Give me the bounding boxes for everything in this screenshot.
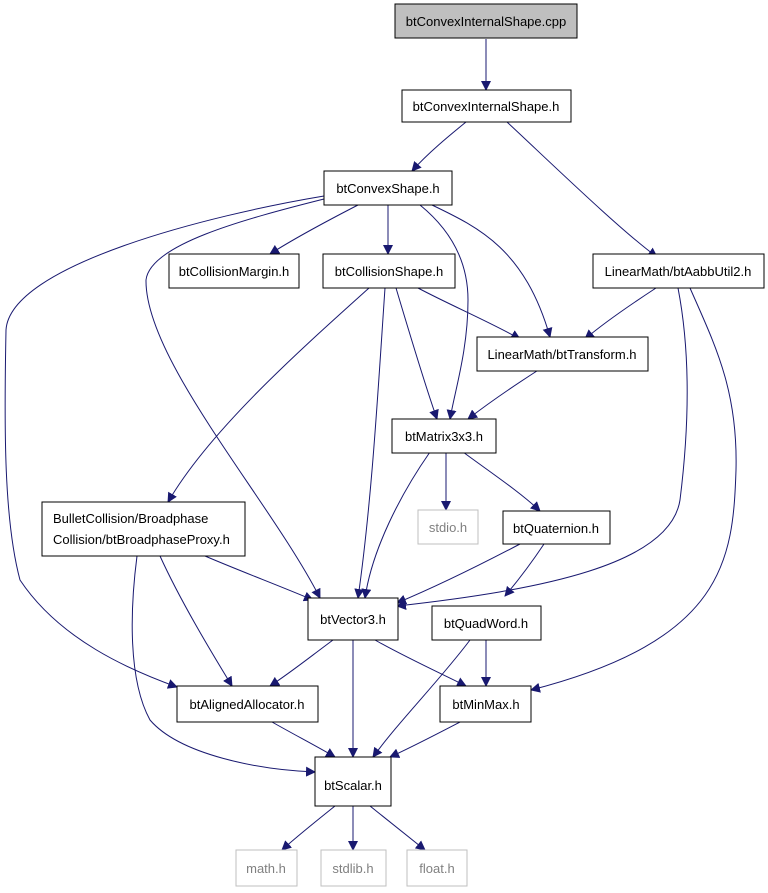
node-btAabbUtil2-h[interactable]: LinearMath/btAabbUtil2.h	[592, 253, 765, 289]
node-math-h-label: math.h	[246, 861, 286, 876]
node-btBroadphaseProxy-h-label-line1: BulletCollision/Broadphase	[53, 511, 208, 526]
edge-btMatrix3x3-to-btVector3	[361, 451, 431, 599]
node-btAabbUtil2-h-label: LinearMath/btAabbUtil2.h	[605, 264, 752, 279]
edge-btQuaternion-to-btQuadWord	[504, 543, 545, 597]
node-btMinMax-h[interactable]: btMinMax.h	[439, 685, 532, 723]
edge-btVector3-to-btMinMax	[374, 639, 467, 687]
node-stdlib-h-label: stdlib.h	[332, 861, 373, 876]
node-float-h-label: float.h	[419, 861, 454, 876]
edge-btQuadWord-to-btScalar	[372, 639, 471, 758]
node-stdio-h[interactable]: stdio.h	[417, 509, 479, 545]
edge-btBroadphaseProxy-to-btVector3	[204, 555, 314, 602]
node-btMatrix3x3-h[interactable]: btMatrix3x3.h	[391, 418, 497, 454]
node-btMatrix3x3-h-label: btMatrix3x3.h	[405, 429, 483, 444]
edge-btTransform-to-btMatrix3x3	[467, 368, 541, 420]
edge-btConvexShape-to-btTransform	[431, 204, 553, 338]
edge-btConvexShape-to-btMatrix3x3	[419, 204, 469, 420]
node-btTransform-h[interactable]: LinearMath/btTransform.h	[476, 336, 649, 372]
node-btScalar-h-label: btScalar.h	[324, 778, 382, 793]
edge-btConvexShape-to-btCollisionMargin	[269, 204, 359, 255]
node-btQuaternion-h[interactable]: btQuaternion.h	[502, 510, 611, 545]
edge-btConvexShape-to-btAlignedAllocator	[4, 195, 325, 689]
node-btConvexShape-h[interactable]: btConvexShape.h	[323, 170, 453, 206]
node-btTransform-h-label: LinearMath/btTransform.h	[487, 347, 636, 362]
node-btQuadWord-h[interactable]: btQuadWord.h	[431, 605, 542, 641]
edge-btScalar-to-float	[369, 805, 426, 851]
edge-btBroadphaseProxy-to-btScalar	[131, 555, 316, 777]
node-root-cpp[interactable]: btConvexInternalShape.cpp	[394, 3, 578, 39]
node-btVector3-h[interactable]: btVector3.h	[307, 597, 399, 641]
node-float-h[interactable]: float.h	[406, 849, 468, 887]
edge-btScalar-to-math	[281, 805, 336, 851]
node-btMinMax-h-label: btMinMax.h	[452, 697, 519, 712]
edge-btAlignedAllocator-to-btScalar	[271, 721, 336, 758]
edge-btCollisionShape-to-btBroadphaseProxy	[167, 287, 370, 503]
edge-btCollisionShape-to-btMatrix3x3	[395, 287, 439, 420]
node-btBroadphaseProxy-h-label-line2: Collision/btBroadphaseProxy.h	[53, 532, 230, 547]
node-btScalar-h[interactable]: btScalar.h	[314, 756, 392, 807]
edge-btCollisionShape-to-btTransform	[417, 287, 521, 340]
node-btCollisionMargin-h[interactable]: btCollisionMargin.h	[168, 253, 300, 289]
node-btConvexInternalShape-h[interactable]: btConvexInternalShape.h	[401, 89, 572, 123]
node-btConvexShape-h-label: btConvexShape.h	[336, 181, 439, 196]
node-btQuaternion-h-label: btQuaternion.h	[513, 521, 599, 536]
edge-btAabbUtil2-to-btMinMax	[530, 287, 737, 693]
edge-btQuaternion-to-btVector3	[396, 543, 521, 605]
edge-btMinMax-to-btScalar	[389, 721, 461, 758]
edge-btVector3-to-btAlignedAllocator	[269, 639, 334, 687]
node-btQuadWord-h-label: btQuadWord.h	[444, 616, 528, 631]
node-stdio-h-label: stdio.h	[429, 520, 467, 535]
node-btCollisionMargin-h-label: btCollisionMargin.h	[179, 264, 290, 279]
edge-btMatrix3x3-to-btQuaternion	[462, 451, 541, 512]
node-btAlignedAllocator-h-label: btAlignedAllocator.h	[190, 697, 305, 712]
edge-btConvexInternalShape-to-btConvexShape	[411, 121, 467, 172]
node-btAlignedAllocator-h[interactable]: btAlignedAllocator.h	[176, 685, 319, 723]
node-stdlib-h[interactable]: stdlib.h	[320, 849, 387, 887]
edge-btConvexInternalShape-to-btAabbUtil2	[506, 121, 658, 258]
edge-btBroadphaseProxy-to-btAlignedAllocator	[159, 555, 233, 687]
node-btConvexInternalShape-h-label: btConvexInternalShape.h	[413, 99, 560, 114]
node-btCollisionShape-h[interactable]: btCollisionShape.h	[322, 253, 456, 289]
node-math-h[interactable]: math.h	[235, 849, 298, 887]
edge-btAabbUtil2-to-btTransform	[584, 287, 657, 340]
node-btBroadphaseProxy-h[interactable]: BulletCollision/Broadphase Collision/btB…	[41, 501, 246, 557]
node-root-cpp-label: btConvexInternalShape.cpp	[406, 14, 566, 29]
edge-btCollisionShape-to-btVector3	[354, 287, 386, 599]
edge-btConvexShape-to-btVector3	[145, 197, 329, 599]
node-btCollisionShape-h-label: btCollisionShape.h	[335, 264, 443, 279]
node-btVector3-h-label: btVector3.h	[320, 612, 386, 627]
